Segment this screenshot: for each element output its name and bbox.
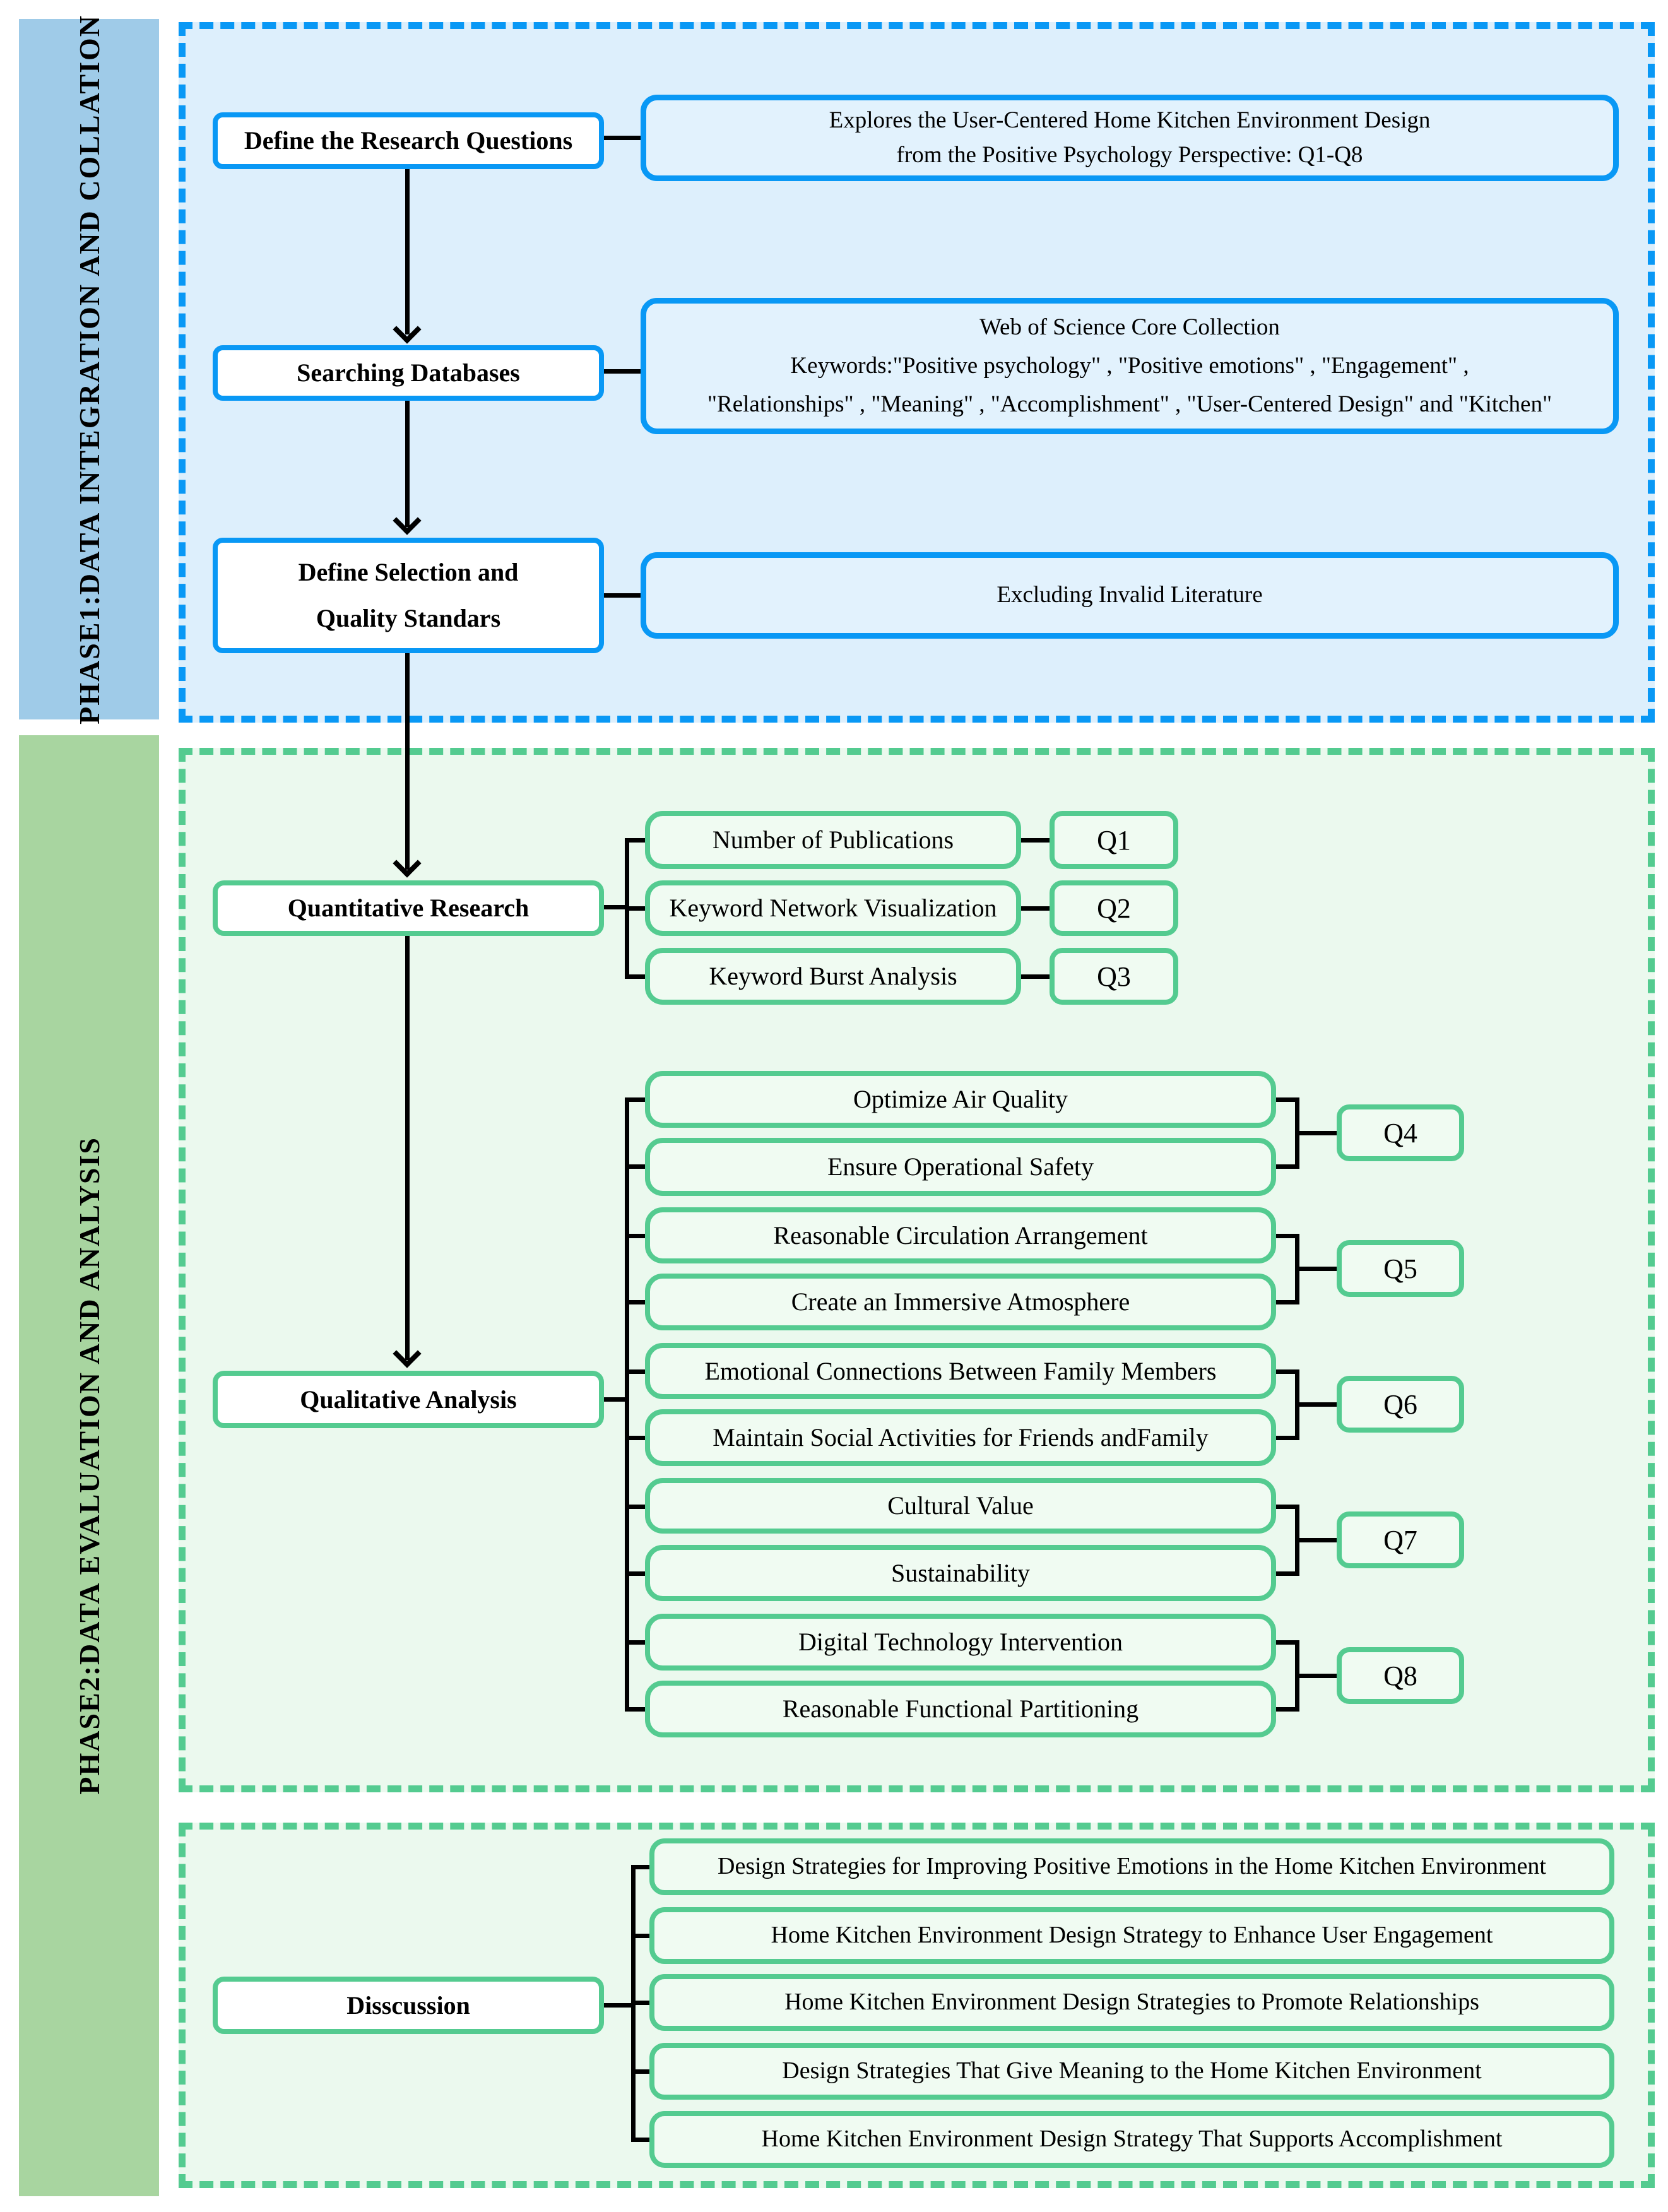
connector-step1-desc xyxy=(604,136,641,140)
quantitative-stub-1 xyxy=(625,838,645,843)
phase1-sidebar: PHASE1:DATA INTEGRATION AND COLLATION xyxy=(19,15,159,724)
q4-box: Q4 xyxy=(1337,1104,1464,1161)
quant-item-keyword-burst: Keyword Burst Analysis xyxy=(645,948,1021,1005)
qualitative-stub-4 xyxy=(625,1300,645,1304)
qualitative-stub-9 xyxy=(625,1640,645,1645)
discussion-stub-1 xyxy=(631,1865,649,1869)
connector-pair-q8 xyxy=(1295,1674,1337,1678)
arrow-step3-quantitative-line xyxy=(405,653,410,870)
step-searching-databases: Searching Databases xyxy=(213,345,604,401)
step-selection-line1: Define Selection and xyxy=(298,558,519,587)
qual-item-cultural-value: Cultural Value xyxy=(645,1478,1276,1534)
connector-item-q1 xyxy=(1021,838,1050,843)
q8-box: Q8 xyxy=(1337,1647,1464,1704)
phase2-sidebar: PHASE2:DATA EVALUATION AND ANALYSIS xyxy=(19,735,159,2196)
connector-qualitative-bracket xyxy=(604,1397,625,1402)
step-selection-line2: Quality Standars xyxy=(316,603,501,632)
pair-q4-stub-b xyxy=(1276,1164,1299,1169)
qual-item-operational-safety: Ensure Operational Safety xyxy=(645,1138,1276,1196)
pair-q8-stub-a xyxy=(1276,1640,1299,1645)
q7-box: Q7 xyxy=(1337,1511,1464,1568)
q2-box: Q2 xyxy=(1050,880,1178,936)
quantitative-stub-2 xyxy=(625,906,645,911)
discussion-stub-2 xyxy=(631,1934,649,1938)
pair-q7-stub-b xyxy=(1276,1571,1299,1576)
discussion-stub-4 xyxy=(631,2069,649,2074)
desc-databases-line2: Keywords:"Positive psychology" , "Positi… xyxy=(790,352,1469,379)
desc-databases-line3: "Relationships" , "Meaning" , "Accomplis… xyxy=(707,391,1553,417)
connector-item-q2 xyxy=(1021,906,1050,911)
arrow-quantitative-qualitative-line xyxy=(405,934,410,1360)
q5-box: Q5 xyxy=(1337,1240,1464,1297)
pair-q5-stub-b xyxy=(1276,1300,1299,1304)
qualitative-stub-2 xyxy=(625,1164,645,1169)
discussion-stub-3 xyxy=(631,2001,649,2005)
connector-pair-q6 xyxy=(1295,1402,1337,1407)
phase1-sidebar-label: PHASE1:DATA INTEGRATION AND COLLATION xyxy=(73,14,105,725)
desc-research-questions: Explores the User-Centered Home Kitchen … xyxy=(641,95,1619,181)
qualitative-stub-3 xyxy=(625,1234,645,1238)
phase2-sidebar-label: PHASE2:DATA EVALUATION AND ANALYSIS xyxy=(73,1137,105,1795)
strategy-supports-accomplishment: Home Kitchen Environment Design Strategy… xyxy=(649,2111,1614,2168)
connector-item-q3 xyxy=(1021,974,1050,979)
qual-item-sustainability: Sustainability xyxy=(645,1545,1276,1601)
desc-research-questions-line1: Explores the User-Centered Home Kitchen … xyxy=(829,107,1431,133)
strategy-user-engagement: Home Kitchen Environment Design Strategy… xyxy=(649,1907,1614,1964)
arrow-step2-step3-line xyxy=(405,401,410,527)
node-quantitative-research: Quantitative Research xyxy=(213,880,604,936)
strategy-give-meaning: Design Strategies That Give Meaning to t… xyxy=(649,2043,1614,2100)
strategy-positive-emotions: Design Strategies for Improving Positive… xyxy=(649,1838,1614,1895)
pair-q6-stub-b xyxy=(1276,1436,1299,1440)
qualitative-bracket-line xyxy=(625,1097,629,1712)
connector-step3-desc xyxy=(604,593,641,598)
qualitative-stub-5 xyxy=(625,1369,645,1374)
node-qualitative-analysis: Qualitative Analysis xyxy=(213,1371,604,1428)
arrow-step1-step2-line xyxy=(405,169,410,334)
qual-item-digital-technology: Digital Technology Intervention xyxy=(645,1614,1276,1671)
q3-box: Q3 xyxy=(1050,948,1178,1005)
connector-step2-desc xyxy=(604,369,641,374)
desc-research-questions-line2: from the Positive Psychology Perspective… xyxy=(896,141,1363,168)
qualitative-stub-7 xyxy=(625,1505,645,1509)
connector-pair-q4 xyxy=(1295,1131,1337,1135)
quantitative-stub-3 xyxy=(625,974,645,979)
qualitative-stub-1 xyxy=(625,1097,645,1102)
quant-item-publications: Number of Publications xyxy=(645,811,1021,869)
qual-item-air-quality: Optimize Air Quality xyxy=(645,1071,1276,1128)
qual-item-social-activities: Maintain Social Activities for Friends a… xyxy=(645,1409,1276,1466)
q1-box: Q1 xyxy=(1050,811,1178,869)
q6-box: Q6 xyxy=(1337,1376,1464,1433)
desc-excluding-literature: Excluding Invalid Literature xyxy=(641,552,1619,639)
qual-item-immersive-atmosphere: Create an Immersive Atmosphere xyxy=(645,1274,1276,1330)
strategy-promote-relationships: Home Kitchen Environment Design Strategi… xyxy=(649,1974,1614,2031)
connector-quantitative-bracket xyxy=(604,905,625,909)
connector-pair-q5 xyxy=(1295,1267,1337,1271)
node-discussion: Disscussion xyxy=(213,1977,604,2034)
discussion-stub-5 xyxy=(631,2138,649,2142)
pair-q8-stub-b xyxy=(1276,1707,1299,1712)
pair-q4-stub-a xyxy=(1276,1097,1299,1102)
quant-item-keyword-network: Keyword Network Visualization xyxy=(645,880,1021,936)
connector-pair-q7 xyxy=(1295,1538,1337,1542)
qual-item-emotional-connections: Emotional Connections Between Family Mem… xyxy=(645,1343,1276,1399)
pair-q7-stub-a xyxy=(1276,1505,1299,1509)
qualitative-stub-8 xyxy=(625,1571,645,1576)
qualitative-stub-6 xyxy=(625,1436,645,1440)
qual-item-functional-partitioning: Reasonable Functional Partitioning xyxy=(645,1681,1276,1737)
desc-databases-line1: Web of Science Core Collection xyxy=(979,314,1280,340)
desc-searching-databases: Web of Science Core Collection Keywords:… xyxy=(641,298,1619,434)
qualitative-stub-10 xyxy=(625,1707,645,1712)
pair-q6-stub-a xyxy=(1276,1369,1299,1374)
step-selection-quality-standards: Define Selection and Quality Standars xyxy=(213,538,604,653)
qual-item-circulation: Reasonable Circulation Arrangement xyxy=(645,1207,1276,1263)
connector-discussion-bracket xyxy=(604,2003,631,2008)
pair-q5-stub-a xyxy=(1276,1234,1299,1238)
step-define-research-questions: Define the Research Questions xyxy=(213,112,604,169)
